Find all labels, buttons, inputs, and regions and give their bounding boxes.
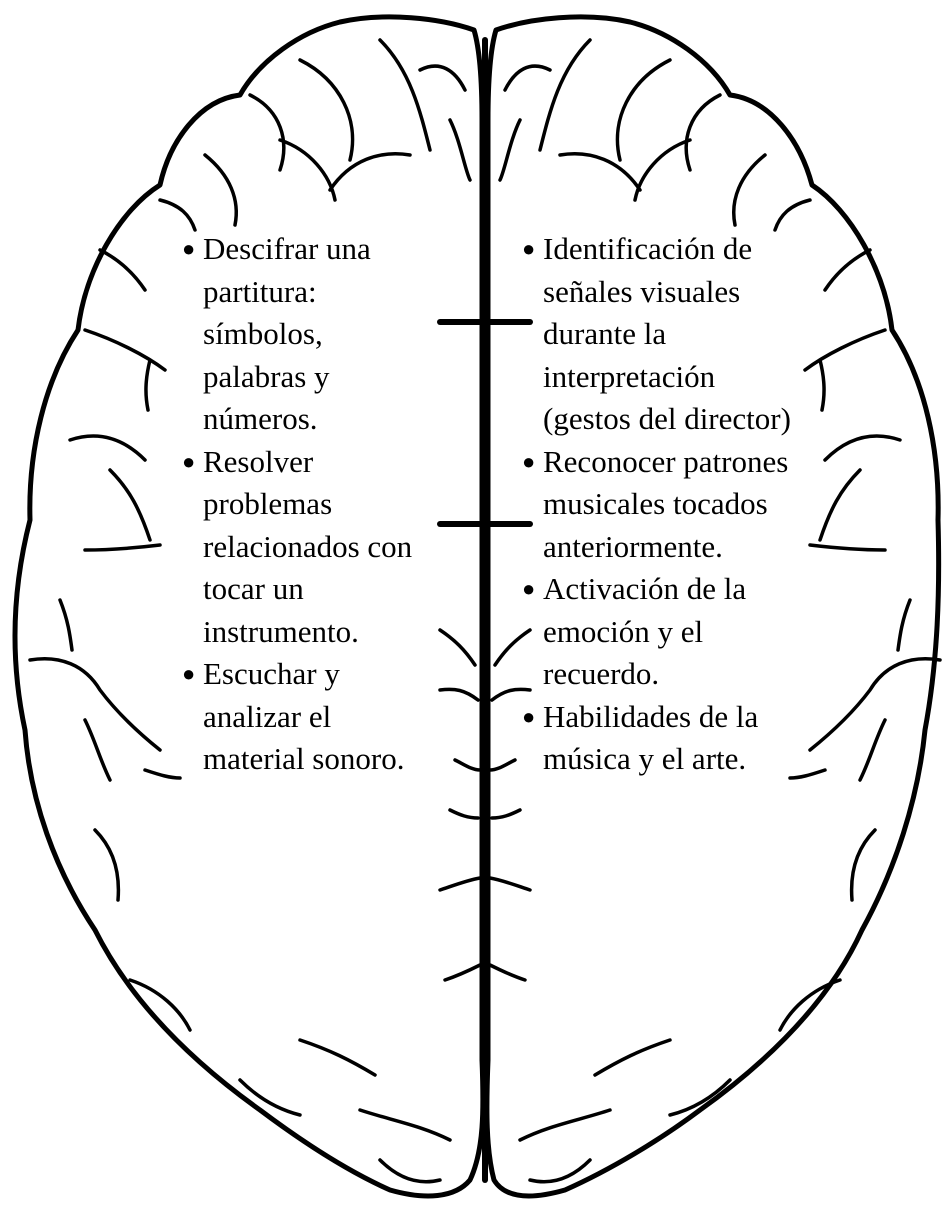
- list-item-text: Identificación de señales visuales duran…: [543, 228, 792, 441]
- bullet-icon: ●: [182, 228, 202, 271]
- list-item: ● Escuchar y analizar el material sonoro…: [182, 653, 432, 781]
- bullet-icon: ●: [522, 228, 542, 271]
- list-item-text: Activación de la emoción y el recuerdo.: [543, 568, 792, 696]
- list-item: ● Reconocer patrones musicales tocados a…: [522, 441, 792, 569]
- list-item-text: Habilidades de la música y el arte.: [543, 696, 792, 781]
- bullet-icon: ●: [522, 696, 542, 739]
- bullet-icon: ●: [522, 568, 542, 611]
- bullet-icon: ●: [182, 653, 202, 696]
- list-item-text: Resolver problemas relacionados con toca…: [203, 441, 432, 654]
- list-item: ● Activación de la emoción y el recuerdo…: [522, 568, 792, 696]
- bullet-icon: ●: [522, 441, 542, 484]
- bullet-icon: ●: [182, 441, 202, 484]
- list-item-text: Escuchar y analizar el material sonoro.: [203, 653, 432, 781]
- list-item-text: Descifrar una partitura: símbolos, palab…: [203, 228, 432, 441]
- right-hemisphere-list: ● Identificación de señales visuales dur…: [522, 228, 792, 781]
- list-item: ● Habilidades de la música y el arte.: [522, 696, 792, 781]
- list-item-text: Reconocer patrones musicales tocados ant…: [543, 441, 792, 569]
- left-hemisphere-list: ● Descifrar una partitura: símbolos, pal…: [182, 228, 432, 781]
- list-item: ● Identificación de señales visuales dur…: [522, 228, 792, 441]
- list-item: ● Resolver problemas relacionados con to…: [182, 441, 432, 654]
- list-item: ● Descifrar una partitura: símbolos, pal…: [182, 228, 432, 441]
